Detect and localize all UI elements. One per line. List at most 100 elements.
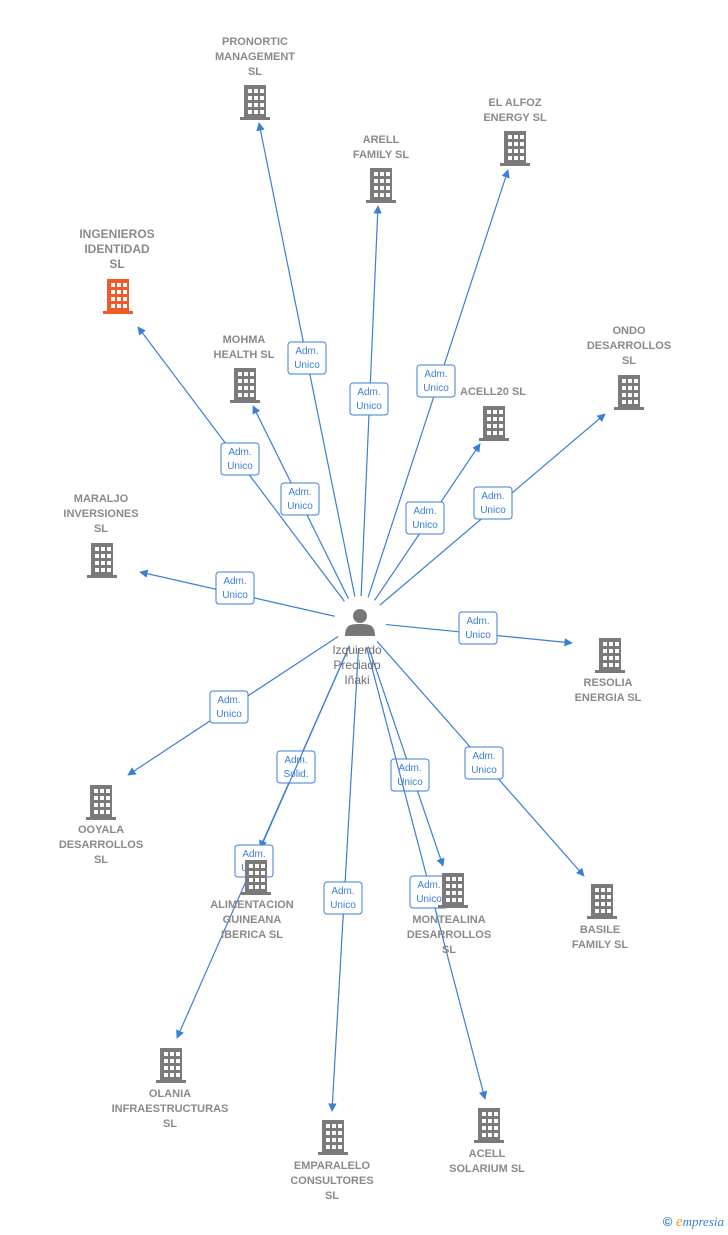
- edge-label-text: Adm.: [424, 369, 447, 380]
- company-name: SL: [163, 1118, 177, 1130]
- building-icon: [241, 860, 271, 895]
- edge-label-box: [349, 382, 389, 416]
- edge-label-basile[interactable]: Adm.Unico: [464, 746, 504, 780]
- company-name: MONTEALINA: [412, 914, 485, 926]
- company-name: SL: [109, 257, 124, 271]
- edge-label-box: [209, 690, 249, 724]
- edge-arrow-acellsolarium: [366, 646, 488, 1100]
- edge-ooyala: Adm. Unico: [127, 635, 339, 776]
- edge-label-text: Adm.: [242, 849, 265, 860]
- building-icon: [500, 131, 530, 166]
- edge-label-acellsolarium[interactable]: Adm.Unico: [409, 875, 449, 909]
- edge-label-text: Adm.: [284, 755, 307, 766]
- edge-label-ingenieros[interactable]: Adm.Unico: [220, 442, 260, 476]
- company-name: INGENIEROS: [79, 227, 154, 241]
- edge-label-elalfoz[interactable]: Adm.Unico: [416, 364, 456, 398]
- edge-label-text: Unico: [227, 461, 253, 472]
- company-name: IDENTIDAD: [84, 242, 150, 256]
- edge-label-arell[interactable]: Adm.Unico: [349, 382, 389, 416]
- company-name: SL: [325, 1190, 339, 1202]
- company-name: ENERGIA SL: [575, 692, 642, 704]
- edge-maraljo: Adm. Unico: [139, 569, 335, 617]
- edge-label-maraljo[interactable]: Adm. Unico: [215, 571, 255, 605]
- company-name: OOYALA: [78, 824, 124, 836]
- edge-label-box: [473, 486, 513, 520]
- company-name: MANAGEMENT: [215, 51, 295, 63]
- building-icon: [318, 1120, 348, 1155]
- edge-label-box: [215, 571, 255, 605]
- edge-label-emparalelo[interactable]: Adm.Unico: [323, 881, 363, 915]
- edge-label-text: Unico: [216, 709, 242, 720]
- edge-label-text: Adm.: [417, 880, 440, 891]
- edge-arrow-olania: [176, 645, 351, 1039]
- edge-label-acell20[interactable]: Adm.Unico: [405, 501, 445, 535]
- edge-label-text: Unico: [480, 505, 506, 516]
- edge-label-ooyala[interactable]: Adm.Unico: [209, 690, 249, 724]
- company-name: ONDO: [613, 325, 646, 337]
- company-name: HEALTH SL: [214, 349, 275, 361]
- edge-label-text: Unico: [330, 900, 356, 911]
- company-name: ARELL: [363, 134, 400, 146]
- building-icon: [240, 85, 270, 120]
- building-icon: [87, 543, 117, 578]
- company-name: INFRAESTRUCTURAS: [112, 1103, 229, 1115]
- company-name: FAMILY SL: [353, 149, 410, 161]
- edge-label-box: [280, 482, 320, 516]
- edge-mohma: Adm.Unico: [252, 405, 349, 599]
- edge-label-box: [416, 364, 456, 398]
- company-name: SOLARIUM SL: [449, 1163, 525, 1175]
- building-icon: [156, 1048, 186, 1083]
- edge-label-text: Adm.: [398, 763, 421, 774]
- edge-label-text: Adm.: [223, 576, 246, 587]
- company-name: OLANIA: [149, 1088, 191, 1100]
- edge-label-pronortic[interactable]: Adm.Unico: [287, 341, 327, 375]
- edge-acellsolarium: Adm.Unico: [366, 646, 488, 1100]
- edge-basile: Adm.Unico: [376, 641, 585, 877]
- edge-label-text: Unico: [287, 501, 313, 512]
- edge-label-montealina[interactable]: Adm.Unico: [390, 758, 430, 792]
- building-icon: [614, 375, 644, 410]
- company-name: ACELL20 SL: [460, 386, 526, 398]
- company-name: PRONORTIC: [222, 36, 288, 48]
- edge-resolia: Adm.Unico: [385, 611, 573, 647]
- edge-olania: Adm. Unico: [176, 645, 351, 1039]
- company-name: BASILE: [580, 924, 620, 936]
- edge-label-text: Adm.: [472, 751, 495, 762]
- edge-label-text: Unico: [294, 360, 320, 371]
- company-name: SL: [94, 523, 108, 535]
- edge-label-box: [464, 746, 504, 780]
- company-name: EMPARALELO: [294, 1160, 371, 1172]
- edge-arrow-montealina: [367, 646, 445, 867]
- edge-label-box: [458, 611, 498, 645]
- edge-label-box: [405, 501, 445, 535]
- edge-arrow-emparalelo: [328, 647, 360, 1112]
- person-name: Iñaki: [344, 673, 369, 687]
- company-node-acell20[interactable]: ACELL20 SL: [460, 386, 526, 441]
- company-node-arell[interactable]: ARELL FAMILY SL: [353, 134, 410, 203]
- edge-elalfoz: Adm. Unico: [367, 169, 510, 598]
- company-name: SL: [248, 66, 262, 78]
- company-name: DESARROLLOS: [59, 839, 143, 851]
- edge-label-ondo[interactable]: Adm.Unico: [473, 486, 513, 520]
- edge-label-text: Unico: [412, 520, 438, 531]
- edge-label-resolia[interactable]: Adm.Unico: [458, 611, 498, 645]
- company-node-olania[interactable]: OLANIA INFRAESTRUCTURAS SL: [112, 1048, 229, 1130]
- edge-label-text: Unico: [222, 590, 248, 601]
- edge-acell20: Adm.Unico: [374, 443, 481, 601]
- edge-label-mohma[interactable]: Adm.Unico: [280, 482, 320, 516]
- company-node-pronortic[interactable]: PRONORTIC MANAGEMENT SL: [215, 36, 295, 120]
